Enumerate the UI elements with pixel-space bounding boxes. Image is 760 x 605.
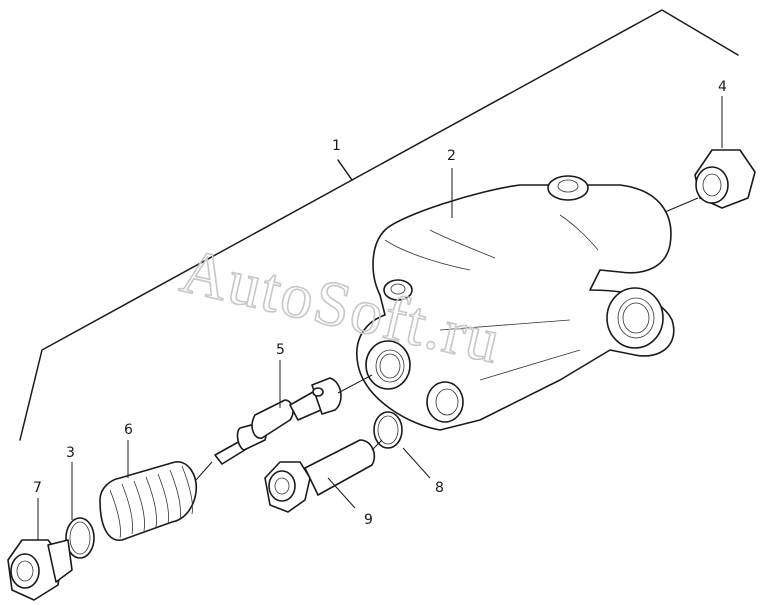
callout-8: 8	[435, 480, 444, 496]
o-ring-8	[373, 411, 403, 449]
callout-4: 4	[718, 79, 727, 95]
o-ring-3	[65, 517, 95, 559]
callout-5: 5	[276, 342, 285, 358]
plug-4	[664, 149, 756, 213]
callout-9: 9	[364, 512, 373, 528]
callout-2: 2	[447, 148, 456, 164]
leader-lines	[37, 96, 723, 540]
spool-5	[214, 374, 373, 465]
valve-body-2	[356, 175, 675, 431]
callout-6: 6	[124, 422, 133, 438]
callout-1: 1	[332, 138, 341, 154]
assembly-bracket-1	[19, 9, 739, 441]
spring-6	[99, 461, 213, 541]
fitting-9	[264, 439, 383, 513]
callout-3: 3	[66, 445, 75, 461]
callout-7: 7	[33, 480, 42, 496]
plug-7	[7, 539, 73, 601]
